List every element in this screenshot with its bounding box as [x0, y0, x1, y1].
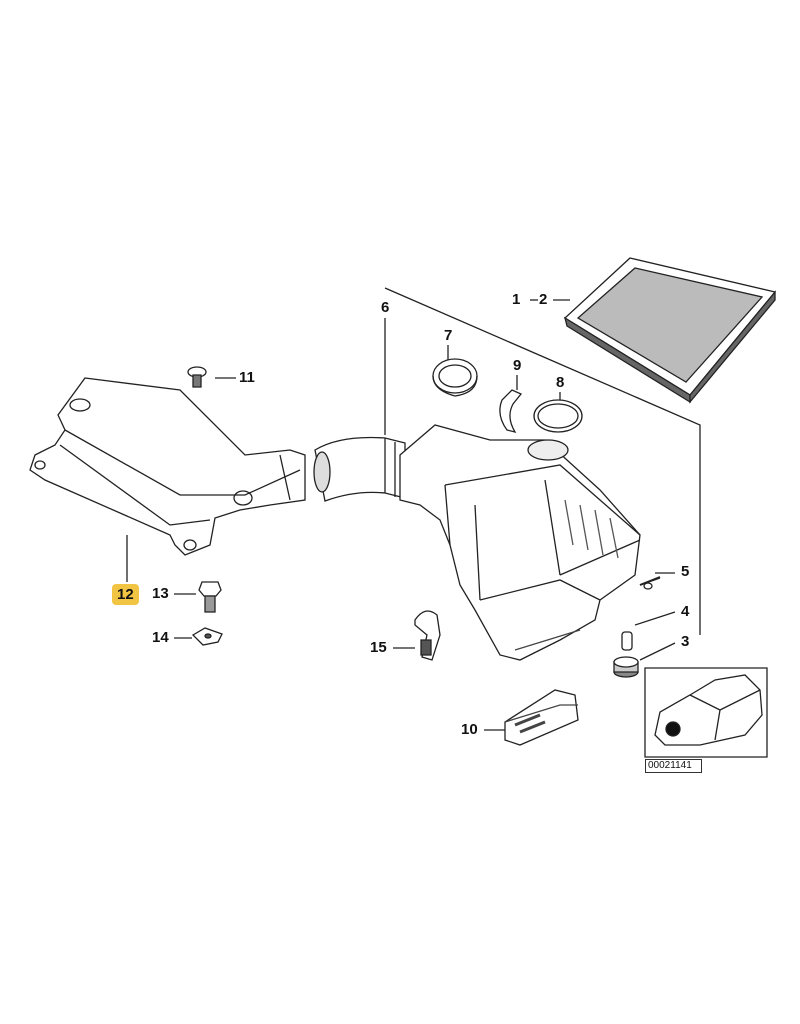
bracket-clip-part[interactable] [415, 611, 440, 660]
reference-number: 00021141 [645, 759, 702, 773]
intake-duct-part[interactable] [30, 378, 305, 555]
callout-3[interactable]: 3 [681, 633, 690, 650]
sleeve-part[interactable] [622, 632, 632, 650]
screw-part[interactable] [640, 577, 660, 589]
clip-nut-part[interactable] [193, 628, 222, 645]
callout-15[interactable]: 15 [370, 639, 387, 656]
seal-ring-part[interactable] [433, 359, 477, 396]
air-filter-housing-part[interactable] [400, 425, 640, 660]
rubber-boot-part[interactable] [314, 438, 405, 502]
bolt-part[interactable] [199, 582, 221, 612]
callout-2[interactable]: 2 [539, 291, 548, 308]
expansion-rivet-part[interactable] [188, 367, 206, 387]
callout-7[interactable]: 7 [444, 327, 453, 344]
leader-lines [127, 288, 700, 730]
support-bracket-part[interactable] [505, 690, 578, 745]
callout-6[interactable]: 6 [381, 299, 390, 316]
rubber-mount-part[interactable] [614, 657, 638, 677]
callout-8[interactable]: 8 [556, 374, 565, 391]
callout-10[interactable]: 10 [461, 721, 478, 738]
air-filter-part[interactable] [565, 258, 775, 402]
callout-5[interactable]: 5 [681, 563, 690, 580]
callout-4[interactable]: 4 [681, 603, 690, 620]
clip-part[interactable] [500, 390, 521, 432]
callout-1[interactable]: 1 [512, 291, 521, 308]
callout-13[interactable]: 13 [152, 585, 169, 602]
callout-11[interactable]: 11 [239, 369, 255, 386]
gasket-ring-part[interactable] [534, 400, 582, 432]
callout-12-highlighted[interactable]: 12 [112, 584, 139, 605]
callout-14[interactable]: 14 [152, 629, 169, 646]
callout-9[interactable]: 9 [513, 357, 522, 374]
vehicle-location-inset [645, 668, 767, 757]
